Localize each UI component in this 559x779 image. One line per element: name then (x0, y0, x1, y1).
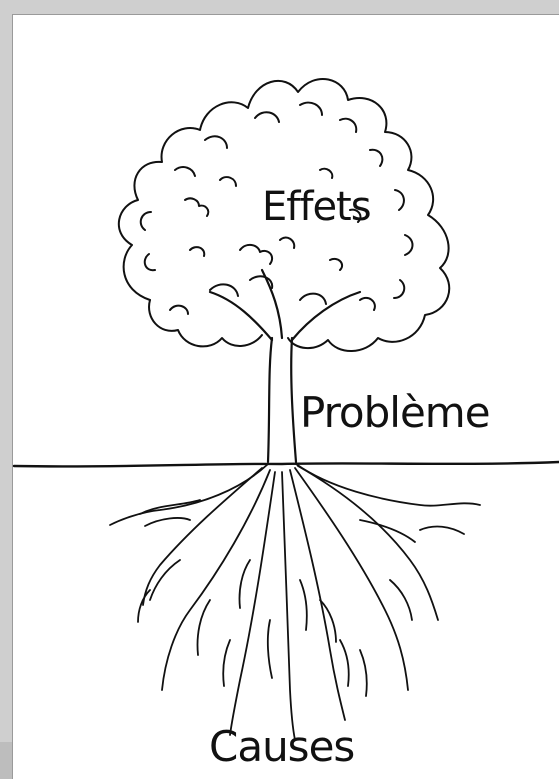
effects-label: Effets (262, 184, 371, 230)
problem-label: Problème (300, 388, 490, 437)
causes-label: Causes (209, 722, 354, 771)
ground-line (14, 462, 559, 466)
roots-icon (110, 464, 480, 740)
